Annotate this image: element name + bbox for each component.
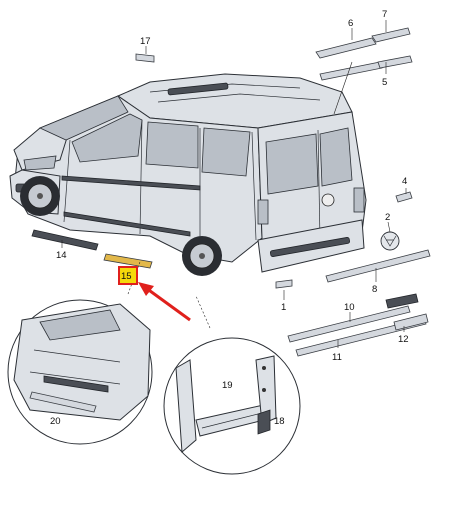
label-5: 5	[382, 77, 387, 88]
label-17: 17	[140, 36, 151, 47]
label-10: 10	[344, 302, 355, 313]
detail-circle-left	[7, 299, 153, 445]
label-15: 15	[121, 271, 132, 282]
label-8: 8	[372, 284, 377, 295]
label-12: 12	[398, 334, 409, 345]
label-11: 11	[332, 352, 342, 363]
label-7: 7	[382, 9, 387, 20]
label-2: 2	[385, 212, 390, 223]
label-19: 19	[222, 380, 233, 391]
part-4-clip	[395, 191, 413, 203]
part-5-rail	[319, 55, 413, 81]
part-7-rail	[371, 27, 411, 43]
part-17-clip	[135, 53, 155, 63]
part-6-rail	[315, 37, 377, 59]
pointer-arrow	[138, 282, 191, 322]
part-12-clip	[393, 313, 429, 331]
part-1-clip	[275, 279, 293, 289]
part-10-sill	[287, 293, 419, 343]
part-8-strip	[325, 249, 431, 283]
label-1: 1	[281, 302, 286, 313]
label-6: 6	[348, 18, 353, 29]
label-20: 20	[50, 416, 61, 427]
detail-circle-right	[163, 337, 301, 475]
highlight-marker	[118, 266, 138, 285]
part-2-emblem	[380, 231, 400, 251]
label-14: 14	[56, 250, 67, 261]
part-15-sill-trim	[103, 253, 153, 269]
part-14-strip	[31, 229, 99, 251]
van-illustration	[9, 73, 367, 276]
part-11-sill	[295, 317, 427, 357]
label-18: 18	[274, 416, 285, 427]
label-4: 4	[402, 176, 407, 187]
